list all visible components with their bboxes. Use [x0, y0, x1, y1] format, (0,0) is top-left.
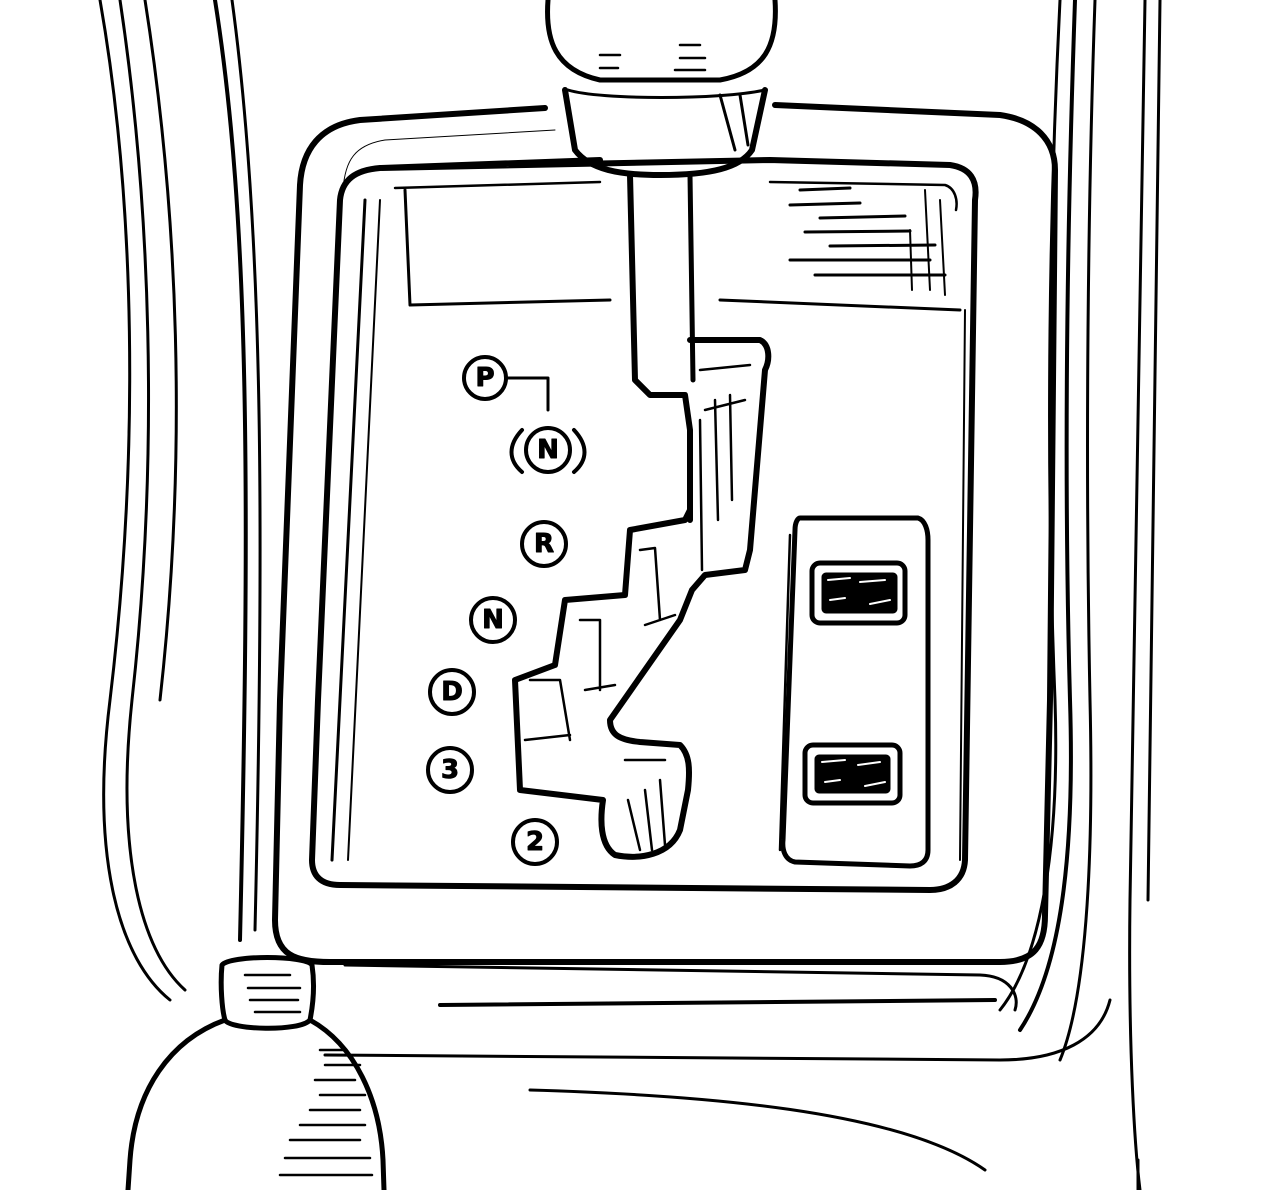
gear-label-p: P [475, 363, 494, 393]
console-button-icon-lower[interactable] [802, 742, 903, 806]
gear-label-2: 2 [526, 827, 544, 857]
shifter-bezel [272, 102, 1058, 965]
console-bottom-trim [323, 963, 1140, 1190]
gear-position-n-park: N [509, 426, 587, 474]
shift-lever-icon[interactable] [545, 0, 778, 523]
console-left-trim [98, 0, 262, 1002]
console-right-trim [998, 0, 1162, 1190]
gear-label-d: D [441, 677, 463, 707]
plate-hatching [788, 186, 947, 296]
gear-position-r: R [520, 520, 568, 568]
gear-position-d: D [428, 668, 476, 716]
button-panel [778, 515, 931, 869]
gear-position-p: P [462, 355, 508, 401]
gear-position-2: 2 [511, 818, 559, 866]
gear-position-3: 3 [426, 746, 474, 794]
gate-plate [309, 157, 979, 893]
gear-label-r: R [534, 529, 554, 559]
gear-label-3: 3 [441, 755, 459, 785]
bottle-icon [125, 955, 387, 1190]
gear-labels: P N R N D 3 2 [426, 355, 587, 866]
gear-label-n-park: N [537, 435, 559, 465]
console-button-icon[interactable] [809, 560, 908, 626]
gear-label-n: N [482, 605, 504, 635]
gear-position-n: N [469, 596, 517, 644]
shift-gate-slot [512, 337, 772, 860]
